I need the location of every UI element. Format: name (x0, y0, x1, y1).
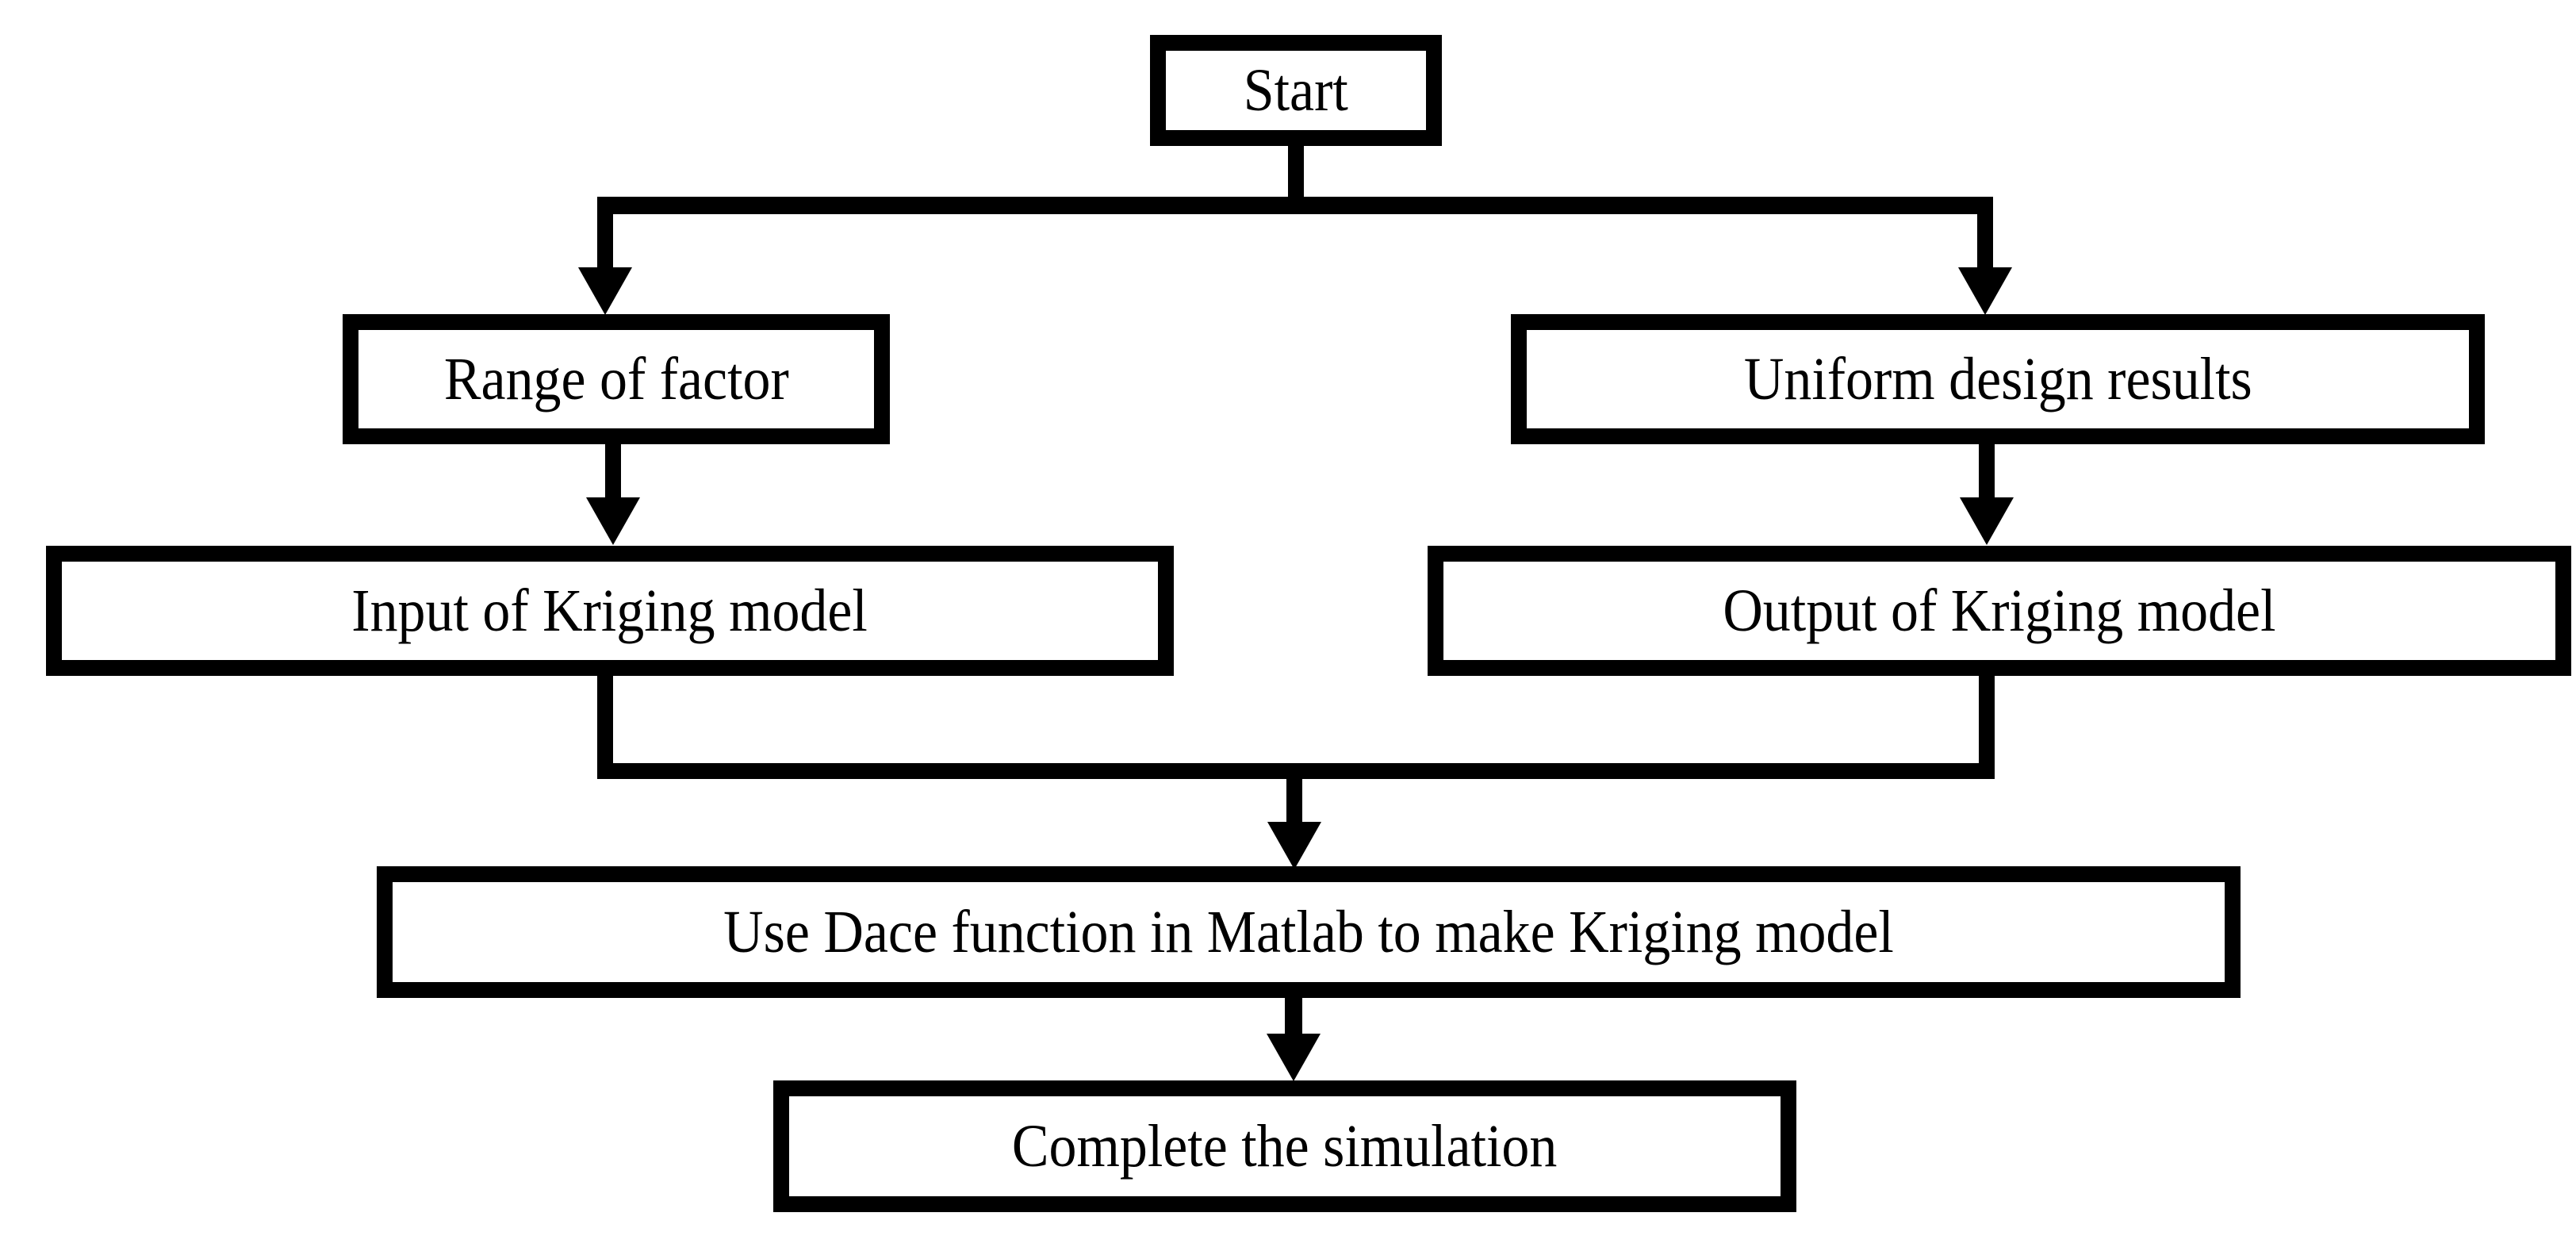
edge-range-to-input-vertical (605, 444, 621, 500)
node-output-of-kriging-model-label: Output of Kriging model (1723, 578, 2276, 644)
node-use-dace-function[interactable]: Use Dace function in Matlab to make Krig… (377, 866, 2241, 998)
node-output-of-kriging-model[interactable]: Output of Kriging model (1428, 546, 2571, 676)
node-input-of-kriging-model-label: Input of Kriging model (351, 578, 868, 644)
edge-dace-to-complete-arrowhead (1267, 1034, 1321, 1081)
edge-start-stem (1288, 146, 1304, 203)
edge-start-to-range-arrowhead (578, 267, 632, 315)
node-start-label: Start (1243, 57, 1349, 124)
node-range-of-factor-label: Range of factor (443, 346, 789, 413)
edge-start-to-uniform-arrowhead (1958, 267, 2012, 315)
node-uniform-design-results[interactable]: Uniform design results (1511, 314, 2485, 444)
edge-uniform-to-output-vertical (1979, 444, 1995, 500)
edge-dace-to-complete-vertical (1285, 998, 1302, 1036)
edge-merge-to-dace-arrowhead (1267, 822, 1321, 869)
edge-start-to-range-vertical (597, 197, 613, 270)
node-complete-the-simulation[interactable]: Complete the simulation (773, 1080, 1796, 1212)
edge-output-to-merge-vertical (1979, 676, 1995, 777)
node-complete-the-simulation-label: Complete the simulation (1012, 1113, 1558, 1180)
edge-merge-to-dace-vertical (1286, 771, 1302, 825)
edge-start-to-uniform-vertical (1977, 197, 1993, 270)
node-start[interactable]: Start (1150, 35, 1442, 146)
node-uniform-design-results-label: Uniform design results (1743, 346, 2252, 413)
edge-start-split-bar (597, 197, 1993, 214)
node-range-of-factor[interactable]: Range of factor (343, 314, 890, 444)
node-use-dace-function-label: Use Dace function in Matlab to make Krig… (723, 899, 1894, 965)
node-input-of-kriging-model[interactable]: Input of Kriging model (46, 546, 1174, 676)
edge-range-to-input-arrowhead (586, 497, 640, 545)
edge-uniform-to-output-arrowhead (1960, 497, 2014, 545)
edge-input-to-merge-vertical (597, 676, 613, 773)
